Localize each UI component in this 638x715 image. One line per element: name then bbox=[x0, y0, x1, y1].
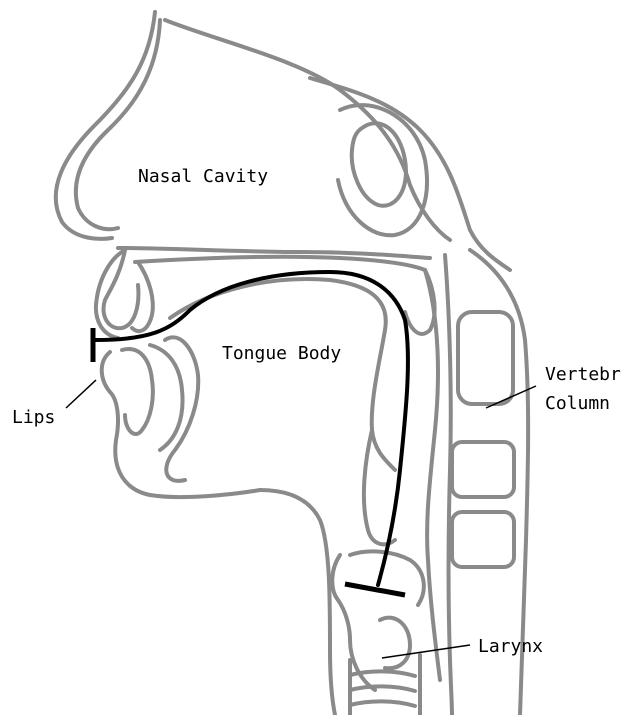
arytenoid bbox=[350, 551, 424, 605]
trachea-ring-2 bbox=[350, 686, 415, 691]
lower-incisor bbox=[122, 349, 153, 434]
thyroid-cartilage bbox=[332, 555, 375, 690]
sinus-oval bbox=[352, 123, 406, 205]
head-outline bbox=[56, 12, 510, 270]
label-vertebral-column-line2: Column bbox=[545, 393, 610, 414]
larynx-leader-line bbox=[382, 645, 470, 658]
trachea-ring-3 bbox=[350, 701, 415, 706]
tongue-surface bbox=[170, 279, 395, 470]
label-vertebral-column-line1: Vertebr bbox=[545, 364, 621, 385]
glottis-end-bar bbox=[345, 584, 405, 595]
skull-base bbox=[310, 78, 510, 270]
vertebra-1 bbox=[458, 312, 513, 404]
lower-tooth-root bbox=[150, 345, 183, 450]
label-nasal-cavity: Nasal Cavity bbox=[138, 166, 268, 187]
nose-profile bbox=[56, 12, 155, 239]
hard-palate bbox=[135, 257, 425, 270]
lips-leader-line bbox=[66, 380, 96, 408]
larynx-structure bbox=[332, 551, 424, 715]
chin-throat bbox=[260, 490, 335, 715]
nasal-roof bbox=[165, 20, 450, 240]
lower-jaw bbox=[102, 337, 335, 715]
label-tongue-body: Tongue Body bbox=[222, 343, 341, 364]
label-larynx: Larynx bbox=[478, 636, 543, 657]
cricoid bbox=[380, 618, 410, 669]
vertebra-2 bbox=[452, 442, 514, 497]
label-lips: Lips bbox=[12, 407, 55, 428]
upper-tooth-root bbox=[132, 262, 153, 331]
soft-palate bbox=[405, 270, 435, 334]
vertebra-3 bbox=[452, 512, 514, 567]
